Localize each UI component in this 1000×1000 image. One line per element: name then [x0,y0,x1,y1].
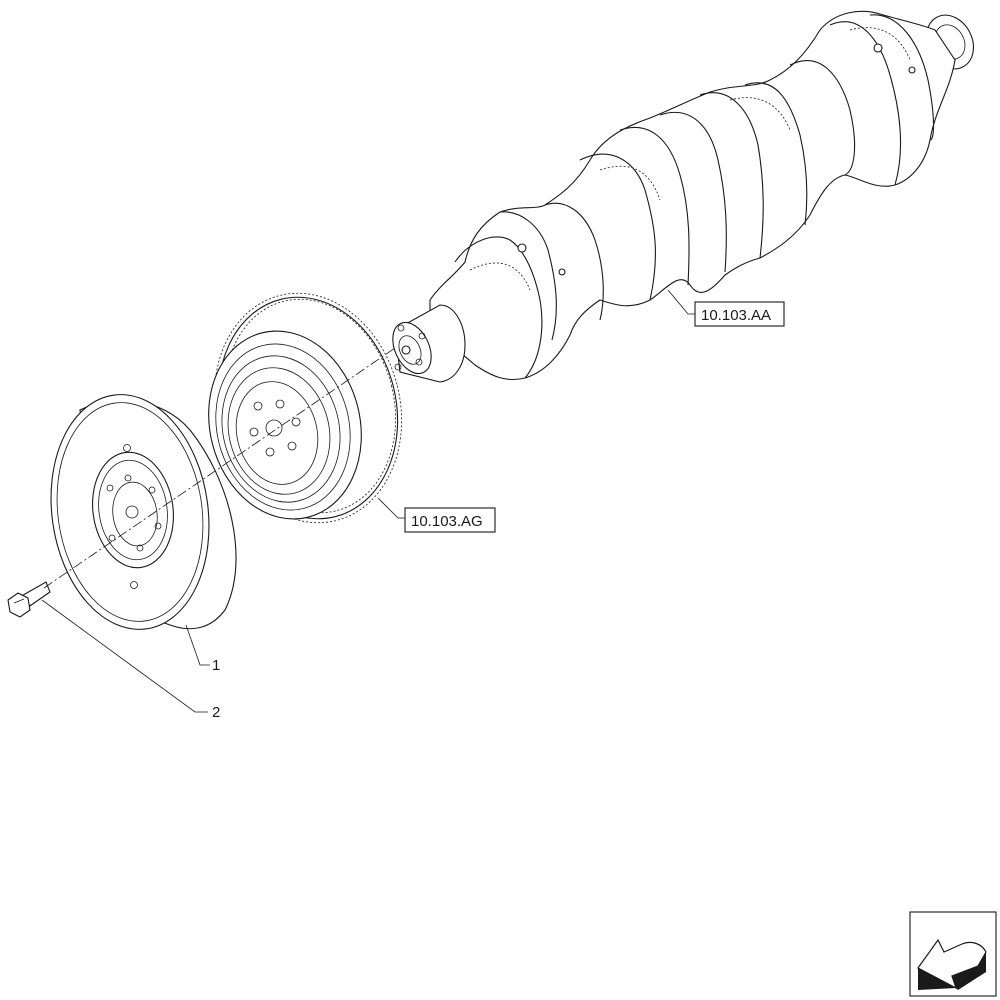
damper-pulley [50,394,237,630]
callout-2: 2 [212,704,220,721]
leader-line-1 [185,624,210,666]
reference-box-crankshaft[interactable]: 10.103.AA [694,301,785,327]
arrow-back-icon[interactable] [909,911,997,997]
flywheel-gear [208,292,402,524]
center-axis-line [43,347,396,589]
reference-label-flywheel: 10.103.AG [411,513,483,530]
leader-line-aa [667,289,695,315]
reference-label-crankshaft: 10.103.AA [701,307,771,324]
crankshaft [392,10,975,383]
reference-box-flywheel[interactable]: 10.103.AG [404,507,496,533]
bolt [7,581,51,618]
leader-line-ag [377,497,405,519]
leader-line-2 [41,599,208,713]
callout-1: 1 [212,657,220,674]
